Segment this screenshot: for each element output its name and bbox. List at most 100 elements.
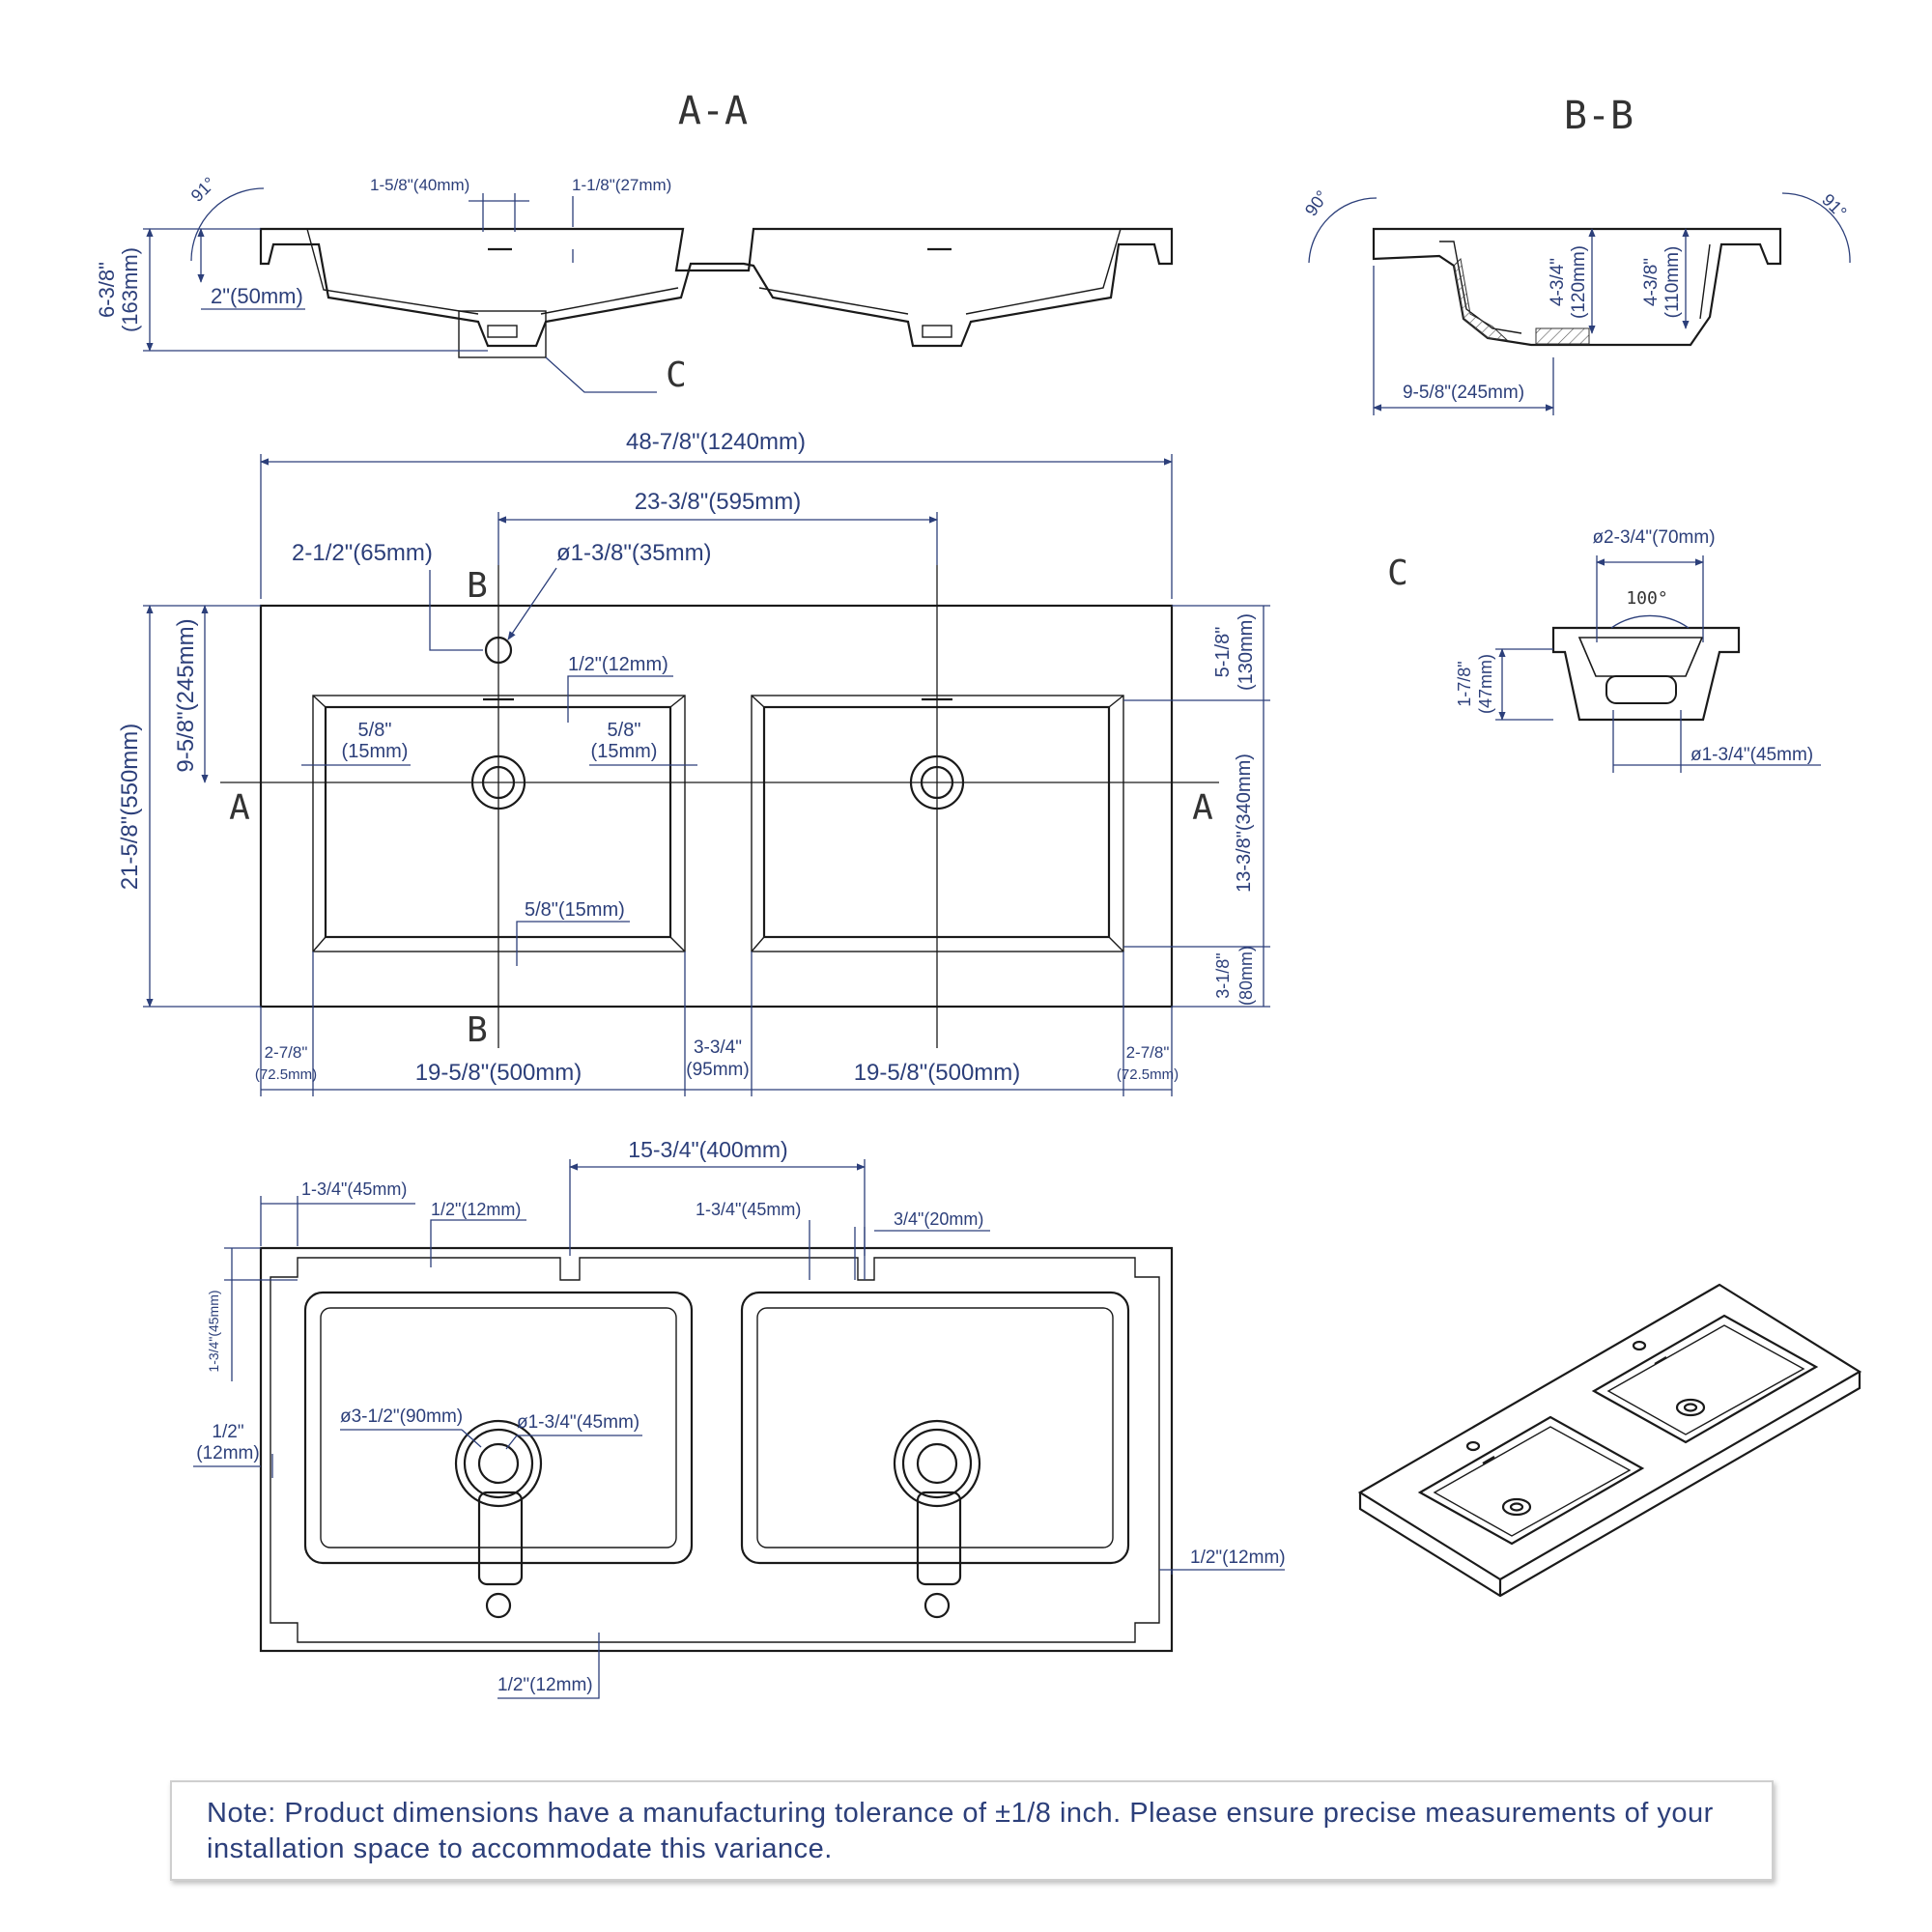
section-aa-angle-arc (190, 187, 265, 262)
section-bb-depth-inner: 4-3/8" (1641, 258, 1662, 306)
tolerance-note-text: Note: Product dimensions have a manufact… (207, 1798, 1714, 1864)
section-bb-angle-right-arc (1781, 192, 1851, 264)
bottom-view-bowl-right (740, 1291, 1130, 1565)
detail-c-title: C (1387, 554, 1408, 593)
bottom-view-tap-hole-right (923, 1592, 951, 1619)
detail-c-body (1551, 626, 1741, 722)
section-aa-inner (306, 228, 1122, 315)
top-view-side-right: 2-7/8" (1126, 1043, 1170, 1062)
section-marker-b-bottom: B (467, 1010, 488, 1050)
bottom-view-drain-right-mid (901, 1428, 973, 1499)
detail-c-angle-arc (1610, 614, 1690, 629)
detail-c-top-dia: ø2-3/4"(70mm) (1592, 527, 1715, 548)
bottom-view-rim (270, 1257, 1160, 1643)
top-view-side-right-mm: (72.5mm) (1117, 1066, 1179, 1083)
bottom-view-rim-right: 1/2"(12mm) (1190, 1548, 1286, 1568)
top-view-wall-right-mm: (15mm) (591, 741, 658, 762)
top-view-front-margin-mm: (80mm) (1236, 946, 1256, 1006)
detail-c-cone (1577, 637, 1704, 677)
top-view-bowl-width-right: 19-5/8"(500mm) (854, 1060, 1021, 1086)
top-view-back-margin-mm: (130mm) (1236, 613, 1257, 691)
section-aa-height-mm: (163mm) (118, 247, 142, 332)
top-view-drain-depth: 9-5/8"(245mm) (173, 618, 199, 772)
bottom-view-notch-width: 3/4"(20mm) (894, 1209, 983, 1229)
section-aa-drain-left (487, 325, 518, 338)
iso-tap-hole-left (1465, 1440, 1481, 1452)
bottom-view-notch-offset: 1-3/4"(45mm) (696, 1200, 801, 1219)
detail-c-height-mm: (47mm) (1476, 654, 1495, 714)
iso-drain-left (1501, 1497, 1532, 1517)
section-aa-title: A-A (678, 89, 748, 133)
section-marker-a-right: A (1192, 788, 1213, 828)
iso-bowl-right (1591, 1314, 1819, 1444)
section-marker-b-top: B (467, 566, 488, 606)
bottom-view-rim-left: 1/2" (212, 1422, 243, 1442)
bottom-view-drain-pipe-right (916, 1491, 962, 1586)
bottom-view-edge-offset: 1-3/4"(45mm) (301, 1179, 407, 1199)
top-view-overall-depth: 21-5/8"(550mm) (117, 724, 143, 891)
bottom-view-tap-hole-left (485, 1592, 512, 1619)
section-marker-a-left: A (229, 788, 250, 828)
bottom-view-rim-left-mm: (12mm) (196, 1443, 259, 1463)
section-aa-drain-right (922, 325, 952, 338)
section-bb-hatch (1453, 257, 1509, 341)
bottom-view-drain-pipe-left (477, 1491, 524, 1586)
section-aa-view: A-A C 91° 6-3/8" (163mm) 2"(50mm) 1-5/8"… (95, 89, 1174, 395)
bottom-view-bowl-right-inner (756, 1307, 1114, 1548)
bottom-view-side-depth: 1-3/4"(45mm) (206, 1290, 221, 1372)
top-view-gap: 3-3/4" (694, 1037, 742, 1058)
detail-c-outlet (1605, 675, 1677, 704)
iso-bowl-left (1417, 1415, 1645, 1546)
section-bb-outline (1372, 227, 1782, 347)
top-view: A A B B 48-7/8"(1240mm) 23-3/8"(595mm) 2… (117, 429, 1270, 1096)
isometric-view (1357, 1283, 1862, 1598)
detail-c-height: 1-7/8" (1455, 661, 1474, 706)
top-view-tap-hole-dia: ø1-3/8"(35mm) (556, 540, 712, 566)
section-bb-drain-hatch (1535, 327, 1590, 345)
section-bb-angle-left: 90° (1301, 187, 1332, 220)
top-view-side-left-mm: (72.5mm) (255, 1066, 317, 1083)
section-aa-outline (259, 227, 1174, 348)
detail-c-bottom-dia: ø1-3/4"(45mm) (1690, 745, 1813, 765)
top-view-bowl-width-left: 19-5/8"(500mm) (415, 1060, 582, 1086)
detail-c-callout: C (666, 355, 687, 395)
bottom-view-rim-front: 1/2"(12mm) (497, 1675, 593, 1695)
bottom-view: 15-3/4"(400mm) 1-3/4"(45mm) 1/2"(12mm) 1… (193, 1137, 1286, 1699)
section-bb-view: B-B 90° 91° 4-3/4" (120mm) 4-3/8" (110mm… (1301, 94, 1851, 415)
top-view-wall-left: 5/8" (358, 720, 392, 741)
tolerance-note: Note: Product dimensions have a manufact… (170, 1780, 1774, 1881)
top-view-wall-bottom: 5/8"(15mm) (525, 899, 625, 921)
section-bb-drain-offset: 9-5/8"(245mm) (1403, 383, 1524, 403)
top-view-overall-width: 48-7/8"(1240mm) (626, 429, 806, 455)
section-bb-depth-outer: 4-3/4" (1548, 258, 1568, 306)
top-view-back-margin: 5-1/8" (1212, 627, 1234, 678)
top-view-wall-right: 5/8" (608, 720, 641, 741)
iso-bowl-left-inner (1433, 1426, 1632, 1537)
iso-bowl-right-inner (1606, 1324, 1805, 1435)
top-view-side-left: 2-7/8" (265, 1043, 308, 1062)
detail-c-leader (545, 356, 657, 393)
bottom-view-notch-spacing: 15-3/4"(400mm) (628, 1137, 787, 1162)
top-view-gap-mm: (95mm) (686, 1060, 749, 1080)
section-bb-depth-inner-mm: (110mm) (1662, 246, 1683, 319)
bottom-view-drain-outer: ø3-1/2"(90mm) (340, 1406, 463, 1427)
bottom-view-bowl-left (303, 1291, 694, 1565)
section-bb-angle-right: 91° (1818, 190, 1850, 222)
bottom-view-drain-inner: ø1-3/4"(45mm) (517, 1412, 639, 1433)
section-bb-title: B-B (1564, 94, 1634, 138)
iso-drain-right (1675, 1398, 1706, 1417)
bottom-view-rim-back: 1/2"(12mm) (431, 1200, 521, 1219)
bottom-view-drain-left-mid (463, 1428, 534, 1499)
section-aa-overflow-width: 1-5/8"(40mm) (370, 176, 469, 194)
section-bb-depth-outer-mm: (120mm) (1569, 245, 1589, 319)
bottom-view-drain-right-outer (893, 1419, 981, 1508)
bottom-view-drain-right (916, 1442, 958, 1485)
top-view-outline (259, 604, 1174, 1009)
section-bb-angle-left-arc (1308, 197, 1378, 264)
bottom-view-drain-left-outer (454, 1419, 543, 1508)
section-aa-detail-frame (458, 310, 547, 358)
detail-c-view: C ø2-3/4"(70mm) 100° 1-7/8" (47mm) ø1-3/… (1387, 527, 1821, 773)
bottom-view-bowl-left-inner (320, 1307, 677, 1548)
bottom-view-outline (259, 1246, 1174, 1653)
